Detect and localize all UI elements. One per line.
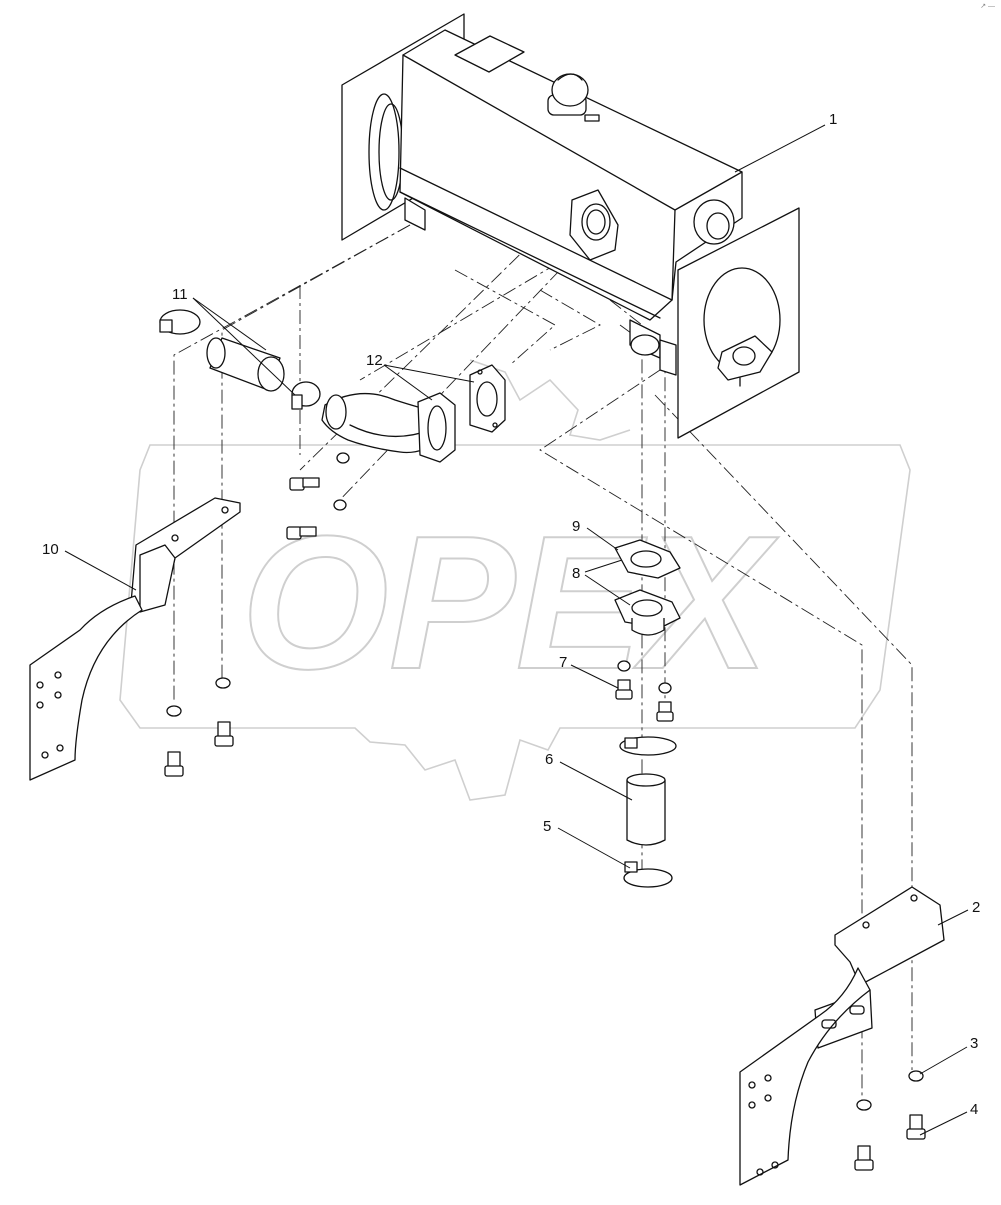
callouts: 1 2 3 4 5 6 7 8 9 10 11 12 — [42, 111, 980, 1118]
bolts-upper[interactable] — [286, 452, 350, 540]
hose-clamp-lower[interactable] — [619, 736, 677, 888]
callout-11: 11 — [172, 286, 188, 303]
gasket[interactable] — [614, 539, 681, 579]
callout-1: 1 — [829, 111, 837, 128]
callout-6: 6 — [545, 751, 553, 768]
corner-mark: ↗ — — [980, 3, 995, 10]
callout-12: 12 — [366, 352, 383, 369]
callout-2: 2 — [972, 899, 980, 916]
elbow-pipe[interactable] — [321, 364, 506, 463]
flange[interactable] — [614, 589, 681, 636]
callout-8: 8 — [572, 565, 580, 582]
hose-clamp-upper[interactable] — [159, 309, 321, 410]
watermark-text: OPEX — [241, 497, 779, 709]
right-bracket[interactable] — [739, 886, 945, 1186]
left-bracket-fasteners[interactable] — [164, 677, 234, 777]
callout-leaders — [64, 124, 969, 1136]
callout-4: 4 — [970, 1101, 978, 1118]
hose-upper[interactable] — [206, 337, 285, 392]
muffler[interactable] — [341, 13, 800, 439]
callout-5: 5 — [543, 818, 551, 835]
right-bracket-fasteners[interactable] — [854, 1070, 926, 1171]
callout-10: 10 — [42, 541, 59, 558]
left-bracket[interactable] — [29, 497, 241, 781]
watermark: OPEX — [119, 359, 911, 801]
callout-7: 7 — [559, 654, 567, 671]
callout-9: 9 — [572, 518, 580, 535]
hose-lower[interactable] — [626, 773, 666, 846]
callout-3: 3 — [970, 1035, 978, 1052]
flange-fasteners[interactable] — [615, 660, 674, 722]
